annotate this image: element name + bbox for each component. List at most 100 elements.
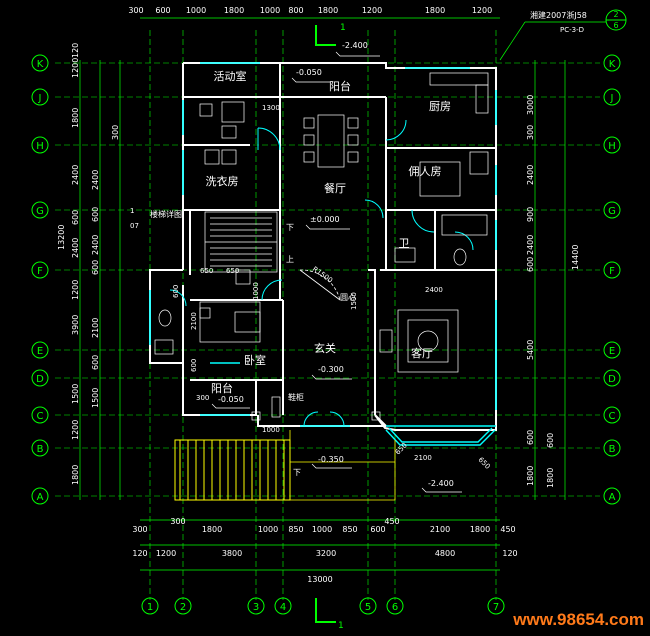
- svg-text:300: 300: [526, 125, 535, 140]
- svg-text:H: H: [608, 141, 616, 152]
- svg-text:300: 300: [132, 525, 147, 534]
- svg-text:F: F: [609, 266, 615, 277]
- furniture: [154, 72, 489, 421]
- svg-text:5400: 5400: [526, 340, 535, 360]
- small-annotations: 楼梯详图 鞋柜 圆心 下 下 上: [150, 209, 356, 477]
- axis-bubble-4: 4: [274, 597, 292, 615]
- room-bath: 卫: [399, 237, 410, 250]
- svg-text:600: 600: [190, 359, 198, 372]
- axis-bubble-H-right: H: [603, 136, 621, 154]
- level-foyer: -0.300: [318, 365, 344, 374]
- axis-bubbles-bottom: 1 2 3 4 5 6 7: [141, 597, 505, 615]
- svg-text:850: 850: [342, 525, 357, 534]
- section-mark-bottom: [315, 598, 336, 623]
- dims-right: 3000 300 2400 900 2400 600 5400 600 1800…: [526, 95, 580, 488]
- svg-text:A: A: [37, 492, 44, 503]
- section-label-top: 1: [340, 23, 346, 33]
- svg-text:1800: 1800: [425, 6, 445, 15]
- section-mark-top: [315, 25, 336, 46]
- axis-bubble-A: A: [31, 487, 49, 505]
- svg-text:G: G: [36, 206, 44, 217]
- axis-bubble-K: K: [31, 54, 49, 72]
- room-kitchen: 厨房: [429, 100, 451, 113]
- svg-text:3800: 3800: [222, 549, 242, 558]
- svg-text:1800: 1800: [526, 466, 535, 486]
- svg-text:4800: 4800: [435, 549, 455, 558]
- svg-text:450: 450: [500, 525, 515, 534]
- svg-text:650: 650: [200, 267, 213, 275]
- svg-text:120: 120: [502, 549, 517, 558]
- room-activity: 活动室: [214, 69, 247, 83]
- svg-text:1000: 1000: [252, 282, 260, 300]
- axis-bubble-6: 6: [386, 597, 404, 615]
- axis-bubble-C: C: [31, 406, 49, 424]
- svg-text:1800: 1800: [202, 525, 222, 534]
- svg-text:E: E: [609, 346, 615, 357]
- svg-text:2400: 2400: [526, 165, 535, 185]
- left-total: 13200: [57, 225, 66, 250]
- axis-bubble-5: 5: [359, 597, 377, 615]
- svg-text:600: 600: [546, 433, 555, 448]
- svg-text:E: E: [37, 346, 43, 357]
- dims-bottom-2: 120 1200 3800 3200 4800 120 13000: [132, 549, 517, 584]
- svg-text:2400: 2400: [526, 235, 535, 255]
- svg-text:2: 2: [613, 10, 618, 19]
- svg-text:600: 600: [71, 210, 80, 225]
- axis-bubble-7: 7: [487, 597, 505, 615]
- axis-bubble-3: 3: [247, 597, 265, 615]
- room-balcony-top: 阳台: [329, 79, 351, 93]
- room-living: 客厅: [411, 346, 433, 360]
- svg-text:A: A: [609, 492, 616, 503]
- svg-text:1200: 1200: [71, 58, 80, 78]
- svg-text:H: H: [36, 141, 44, 152]
- axis-bubbles-left: K J H G F E D C B A: [31, 54, 49, 505]
- svg-text:2: 2: [180, 602, 186, 613]
- svg-text:120: 120: [71, 43, 80, 58]
- svg-text:6: 6: [392, 602, 398, 613]
- site-watermark: www.98654.com: [513, 610, 644, 629]
- svg-text:600: 600: [91, 260, 100, 275]
- axis-bubble-C-right: C: [603, 406, 621, 424]
- svg-text:1000: 1000: [262, 426, 280, 434]
- axis-bubble-F: F: [31, 261, 49, 279]
- svg-text:2100: 2100: [190, 312, 198, 330]
- svg-text:1500: 1500: [91, 388, 100, 408]
- svg-text:2100: 2100: [91, 318, 100, 338]
- svg-text:J: J: [38, 93, 42, 104]
- dims-left: 1200 1800 2400 600 2400 1200 3900 1500 1…: [57, 43, 120, 485]
- svg-text:1800: 1800: [224, 6, 244, 15]
- svg-text:1800: 1800: [470, 525, 490, 534]
- axis-bubble-H: H: [31, 136, 49, 154]
- svg-text:600: 600: [526, 257, 535, 272]
- svg-text:1200: 1200: [362, 6, 382, 15]
- level-ticks: [211, 51, 462, 493]
- dims-bottom-1: 300 300 1800 1000 850 1000 850 600 450 2…: [132, 517, 515, 534]
- entry-down-label: 下: [293, 468, 301, 477]
- svg-text:B: B: [37, 444, 44, 455]
- svg-text:300: 300: [170, 517, 185, 526]
- shoe-cabinet-label: 鞋柜: [288, 392, 304, 402]
- svg-text:1500: 1500: [71, 384, 80, 404]
- axis-bubble-K-right: K: [603, 54, 621, 72]
- svg-text:2400: 2400: [425, 286, 443, 294]
- stair-up-label: 上: [286, 255, 294, 264]
- room-balcony-left: 阳台: [211, 381, 233, 395]
- axis-bubble-2: 2: [174, 597, 192, 615]
- svg-text:7: 7: [493, 602, 499, 613]
- svg-text:450: 450: [384, 517, 399, 526]
- svg-text:600: 600: [526, 430, 535, 445]
- svg-text:2100: 2100: [414, 454, 432, 462]
- axis-bubbles-right: K J H G F E D C B A: [603, 54, 621, 505]
- svg-text:300: 300: [196, 394, 209, 402]
- level-garden: -2.400: [428, 479, 454, 488]
- axis-bubble-D-right: D: [603, 369, 621, 387]
- svg-text:2100: 2100: [430, 525, 450, 534]
- svg-text:650: 650: [477, 456, 492, 471]
- svg-text:J: J: [610, 93, 614, 104]
- axis-bubble-G: G: [31, 201, 49, 219]
- svg-text:600: 600: [172, 285, 180, 298]
- room-laundry: 洗衣房: [206, 174, 239, 188]
- svg-text:1000: 1000: [258, 525, 278, 534]
- svg-text:1800: 1800: [318, 6, 338, 15]
- svg-text:1000: 1000: [312, 525, 332, 534]
